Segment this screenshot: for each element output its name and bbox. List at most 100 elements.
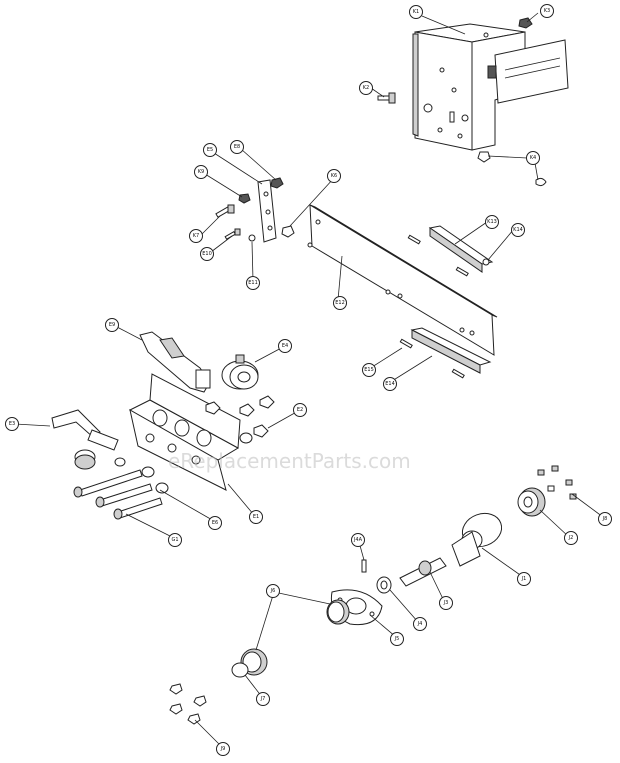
- bolt-k7: [215, 204, 235, 218]
- callout-label: K14: [513, 227, 523, 233]
- callout-label: K6: [331, 173, 337, 179]
- callout-e4: E4: [278, 339, 292, 353]
- callout-e10: E10: [200, 247, 214, 261]
- callout-label: K4: [530, 155, 536, 161]
- screws-j8: [537, 465, 577, 500]
- callout-bubble: [485, 215, 499, 229]
- callout-e2: E2: [293, 403, 307, 417]
- shaft-j3: [399, 557, 447, 587]
- callout-bubble: [351, 533, 365, 547]
- callout-label: K1: [413, 9, 419, 15]
- callout-label: K13: [487, 219, 497, 225]
- callout-bubble: [359, 81, 373, 95]
- callout-label: J1: [521, 576, 527, 582]
- base-bracket-e1: [128, 373, 241, 491]
- callout-bubble: [216, 742, 230, 756]
- callout-bubble: [293, 403, 307, 417]
- callout-k3: K3: [540, 4, 554, 18]
- callout-bubble: [564, 531, 578, 545]
- callout-label: J9: [220, 746, 226, 752]
- callout-bubble: [249, 510, 263, 524]
- callout-label: E6: [212, 520, 218, 526]
- gear-j6: [326, 599, 350, 625]
- callout-bubble: [327, 169, 341, 183]
- callout-label: K3: [544, 8, 550, 14]
- callout-j9: J9: [216, 742, 230, 756]
- callout-bubble: [526, 151, 540, 165]
- callout-label: J7: [260, 696, 266, 702]
- pin-j4a: [361, 559, 367, 573]
- callout-bubble: [208, 516, 222, 530]
- callout-e3: E3: [5, 417, 19, 431]
- washers-nuts-e2: [205, 395, 275, 444]
- callout-label: E1: [253, 514, 259, 520]
- callout-label: K2: [363, 85, 369, 91]
- callout-label: E2: [297, 407, 303, 413]
- callout-g1: G1: [168, 533, 182, 547]
- callout-bubble: [278, 339, 292, 353]
- callout-j1: J1: [517, 572, 531, 586]
- callout-j4a: J4A: [351, 533, 365, 547]
- callout-e5: E5: [203, 143, 217, 157]
- callout-bubble: [383, 377, 397, 391]
- callout-label: G1: [171, 537, 178, 543]
- callout-bubble: [246, 276, 260, 290]
- leader-lines: [14, 12, 604, 748]
- callout-e9: E9: [105, 318, 119, 332]
- callout-label: E3: [9, 421, 15, 427]
- callout-label: J4: [417, 621, 423, 627]
- callout-e8: E8: [230, 140, 244, 154]
- callout-bubble: [413, 617, 427, 631]
- callout-e6: E6: [208, 516, 222, 530]
- nuts-j9: [169, 683, 207, 725]
- callout-k2: K2: [359, 81, 373, 95]
- callout-k14: K14: [511, 223, 525, 237]
- callout-e11: E11: [246, 276, 260, 290]
- callout-label: E15: [364, 367, 374, 373]
- callout-j2: J2: [564, 531, 578, 545]
- callout-k9: K9: [194, 165, 208, 179]
- callout-e1: E1: [249, 510, 263, 524]
- callout-e14: E14: [383, 377, 397, 391]
- callout-label: E9: [109, 322, 115, 328]
- hub-j1: [451, 512, 503, 567]
- callout-label: J3: [443, 600, 449, 606]
- nut-e8: [270, 177, 284, 189]
- motor-mount-assembly: [412, 23, 569, 151]
- callout-j7: J7: [256, 692, 270, 706]
- slide-bar-k13: [407, 225, 494, 277]
- callout-bubble: [362, 363, 376, 377]
- callout-label: E8: [234, 144, 240, 150]
- callout-bubble: [189, 229, 203, 243]
- slide-bar-k14: [399, 327, 492, 379]
- callout-bubble: [266, 584, 280, 598]
- callout-label: J5: [394, 636, 400, 642]
- callout-label: E4: [282, 343, 288, 349]
- callout-bubble: [203, 143, 217, 157]
- callout-bubble: [168, 533, 182, 547]
- callout-label: E10: [202, 251, 212, 257]
- nut-k6: [281, 225, 295, 238]
- callout-bubble: [200, 247, 214, 261]
- callout-k7: K7: [189, 229, 203, 243]
- callout-bubble: [5, 417, 19, 431]
- bolts-g1: [73, 466, 169, 520]
- bracket-e5: [257, 179, 277, 243]
- callout-label: K7: [193, 233, 199, 239]
- watermark-text: eReplacementParts.com: [168, 449, 411, 473]
- callout-bubble: [230, 140, 244, 154]
- callout-bubble: [517, 572, 531, 586]
- washer-e11: [248, 234, 256, 242]
- callout-label: J8: [602, 516, 608, 522]
- nut-k4: [477, 151, 547, 187]
- callout-e15: E15: [362, 363, 376, 377]
- callout-k6: K6: [327, 169, 341, 183]
- clamp-e9: [139, 331, 211, 393]
- pulley-j2: [517, 487, 546, 517]
- bolt-k2: [377, 92, 396, 104]
- callout-bubble: [105, 318, 119, 332]
- callout-label: K9: [198, 169, 204, 175]
- callout-e12: E12: [333, 296, 347, 310]
- callout-j5: J5: [390, 632, 404, 646]
